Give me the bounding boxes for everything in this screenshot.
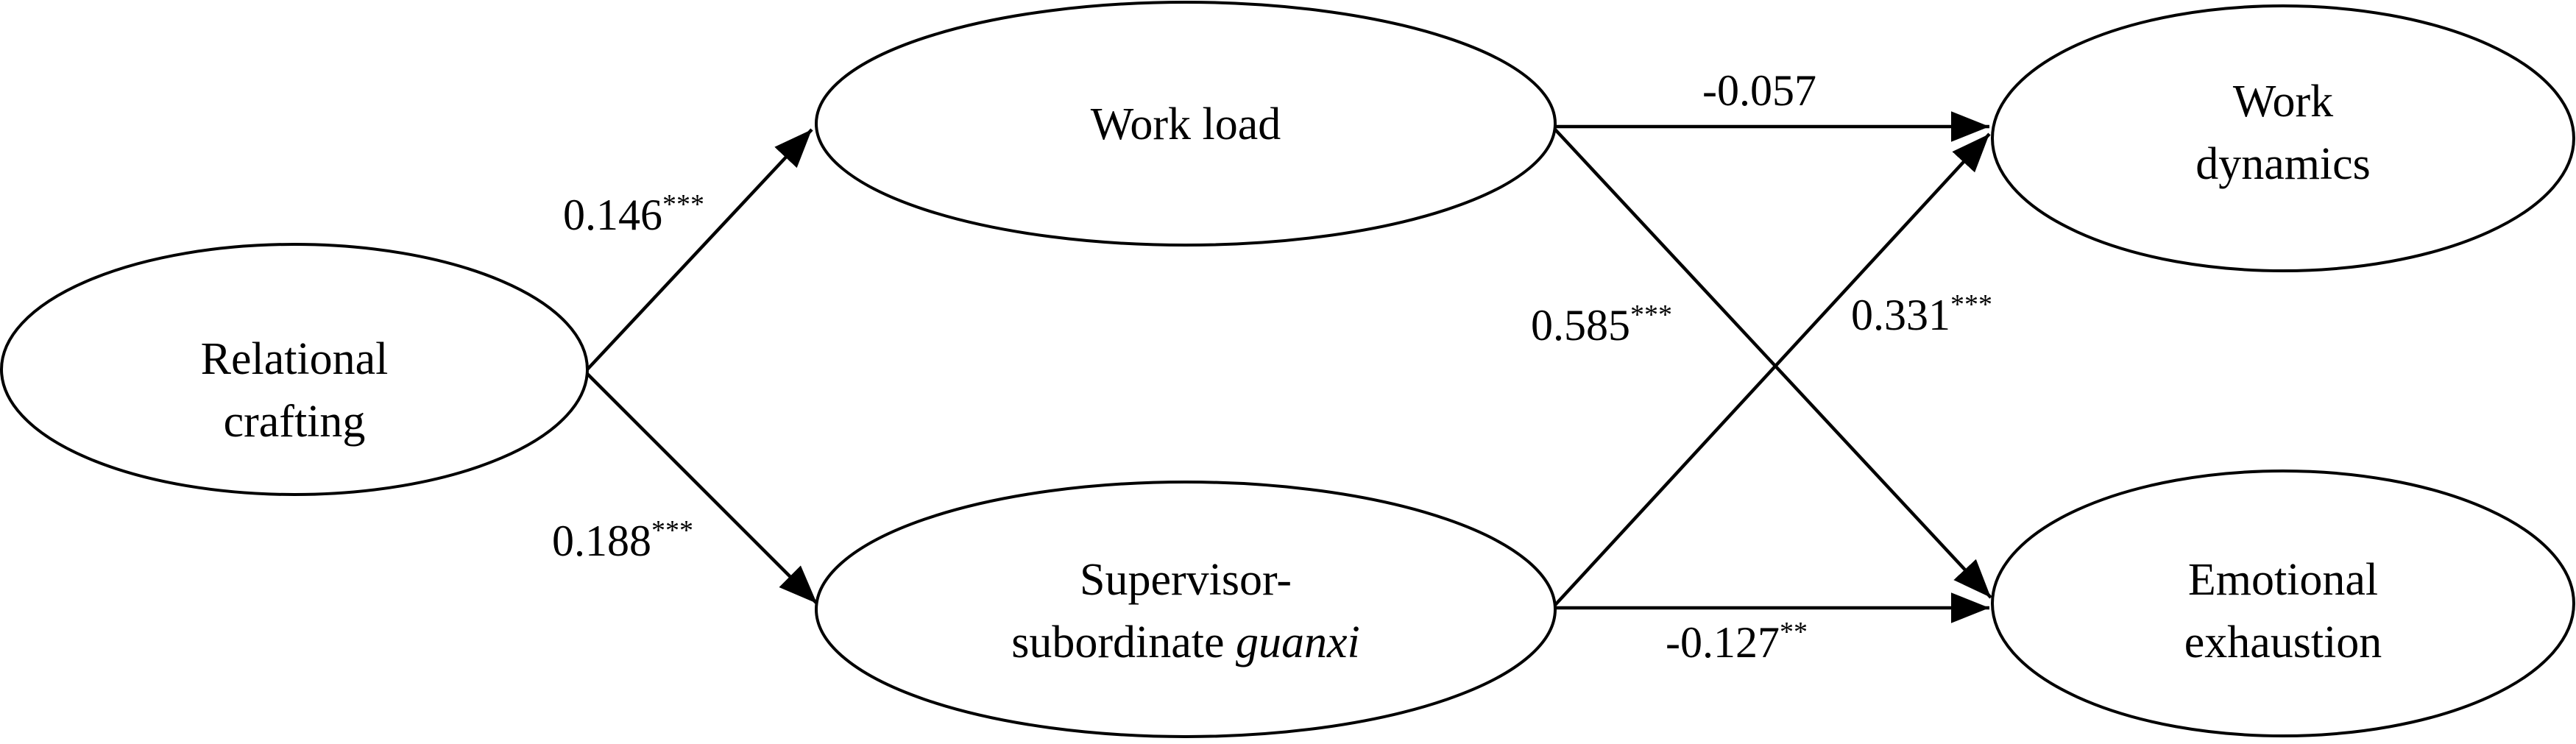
coef-guanxi-to-exhaustion: -0.127** (1666, 617, 1808, 667)
arrow-workload-to-exhaustion (1554, 128, 1992, 599)
node-work-load (815, 1, 1557, 247)
coef-guanxi-to-dynamics-sig: *** (1950, 289, 1992, 320)
coef-rc-to-guanxi-value: 0.188 (552, 517, 651, 565)
coef-workload-to-exhaustion-sig: *** (1630, 300, 1672, 330)
coef-workload-to-exhaustion-value: 0.585 (1531, 301, 1630, 350)
coef-workload-to-dynamics-value: -0.057 (1702, 66, 1816, 115)
label-guanxi-line1: Supervisor- (1080, 555, 1292, 605)
coef-rc-to-workload-sig: *** (662, 189, 704, 220)
coef-guanxi-to-dynamics: 0.331*** (1851, 289, 1992, 339)
coef-workload-to-dynamics: -0.057 (1702, 66, 1816, 115)
coef-rc-to-workload: 0.146*** (563, 189, 704, 239)
label-work-dynamics-line2: dynamics (2195, 139, 2371, 189)
label-emotional-exhaustion-line2: exhaustion (2184, 617, 2382, 667)
node-work-dynamics (1991, 4, 2575, 272)
coef-guanxi-to-dynamics-value: 0.331 (1851, 291, 1950, 339)
label-guanxi-line2-italic: guanxi (1236, 617, 1360, 667)
arrow-rc-to-guanxi (586, 372, 818, 605)
arrow-rc-to-workload (586, 128, 813, 371)
label-work-dynamics-line1: Work (2233, 77, 2333, 127)
node-emotional-exhaustion (1991, 470, 2575, 737)
label-emotional-exhaustion-line1: Emotional (2188, 555, 2378, 605)
label-guanxi-line2: subordinate guanxi (1011, 617, 1360, 667)
coef-guanxi-to-exhaustion-sig: ** (1780, 617, 1808, 648)
label-relational-crafting-line2: crafting (224, 397, 366, 447)
label-work-load: Work load (1091, 99, 1281, 149)
coef-workload-to-exhaustion: 0.585*** (1531, 300, 1672, 350)
coef-rc-to-guanxi-sig: *** (651, 515, 693, 546)
coef-guanxi-to-exhaustion-value: -0.127 (1666, 618, 1780, 667)
label-relational-crafting-line1: Relational (201, 334, 389, 384)
label-guanxi-line2-plain: subordinate (1011, 617, 1236, 667)
coef-rc-to-workload-value: 0.146 (563, 191, 662, 239)
arrow-guanxi-to-dynamics (1554, 132, 1991, 606)
coef-rc-to-guanxi: 0.188*** (552, 515, 693, 565)
node-guanxi (815, 481, 1557, 738)
